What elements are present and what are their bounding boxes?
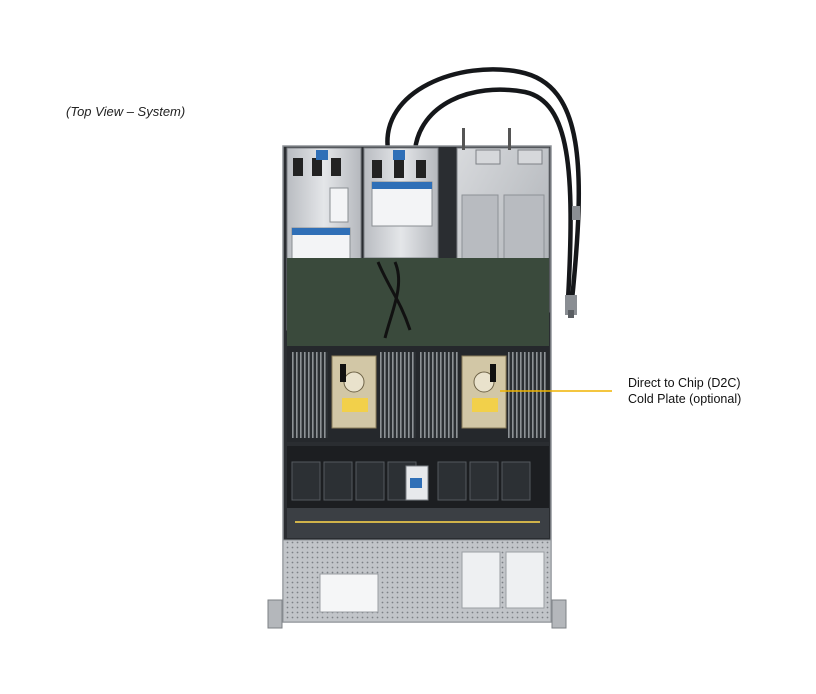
rack-ear-left (267, 599, 283, 629)
callout-line-2: Cold Plate (optional) (628, 392, 742, 406)
hose-connectors (565, 206, 580, 318)
coolant-hoses (385, 67, 582, 303)
callout-line-1: Direct to Chip (D2C) (628, 376, 741, 390)
front-cover (282, 539, 552, 623)
motherboard (287, 258, 549, 348)
d2c-callout: Direct to Chip (D2C) Cold Plate (optiona… (628, 375, 741, 407)
rack-ear-right (551, 599, 567, 629)
cpu-cold-plate-left (331, 355, 377, 429)
fans (291, 461, 531, 501)
board-cabling (376, 261, 412, 339)
cpu-cold-plate-right (461, 355, 507, 429)
dimm-banks (292, 352, 546, 438)
view-caption: (Top View – System) (66, 104, 186, 119)
